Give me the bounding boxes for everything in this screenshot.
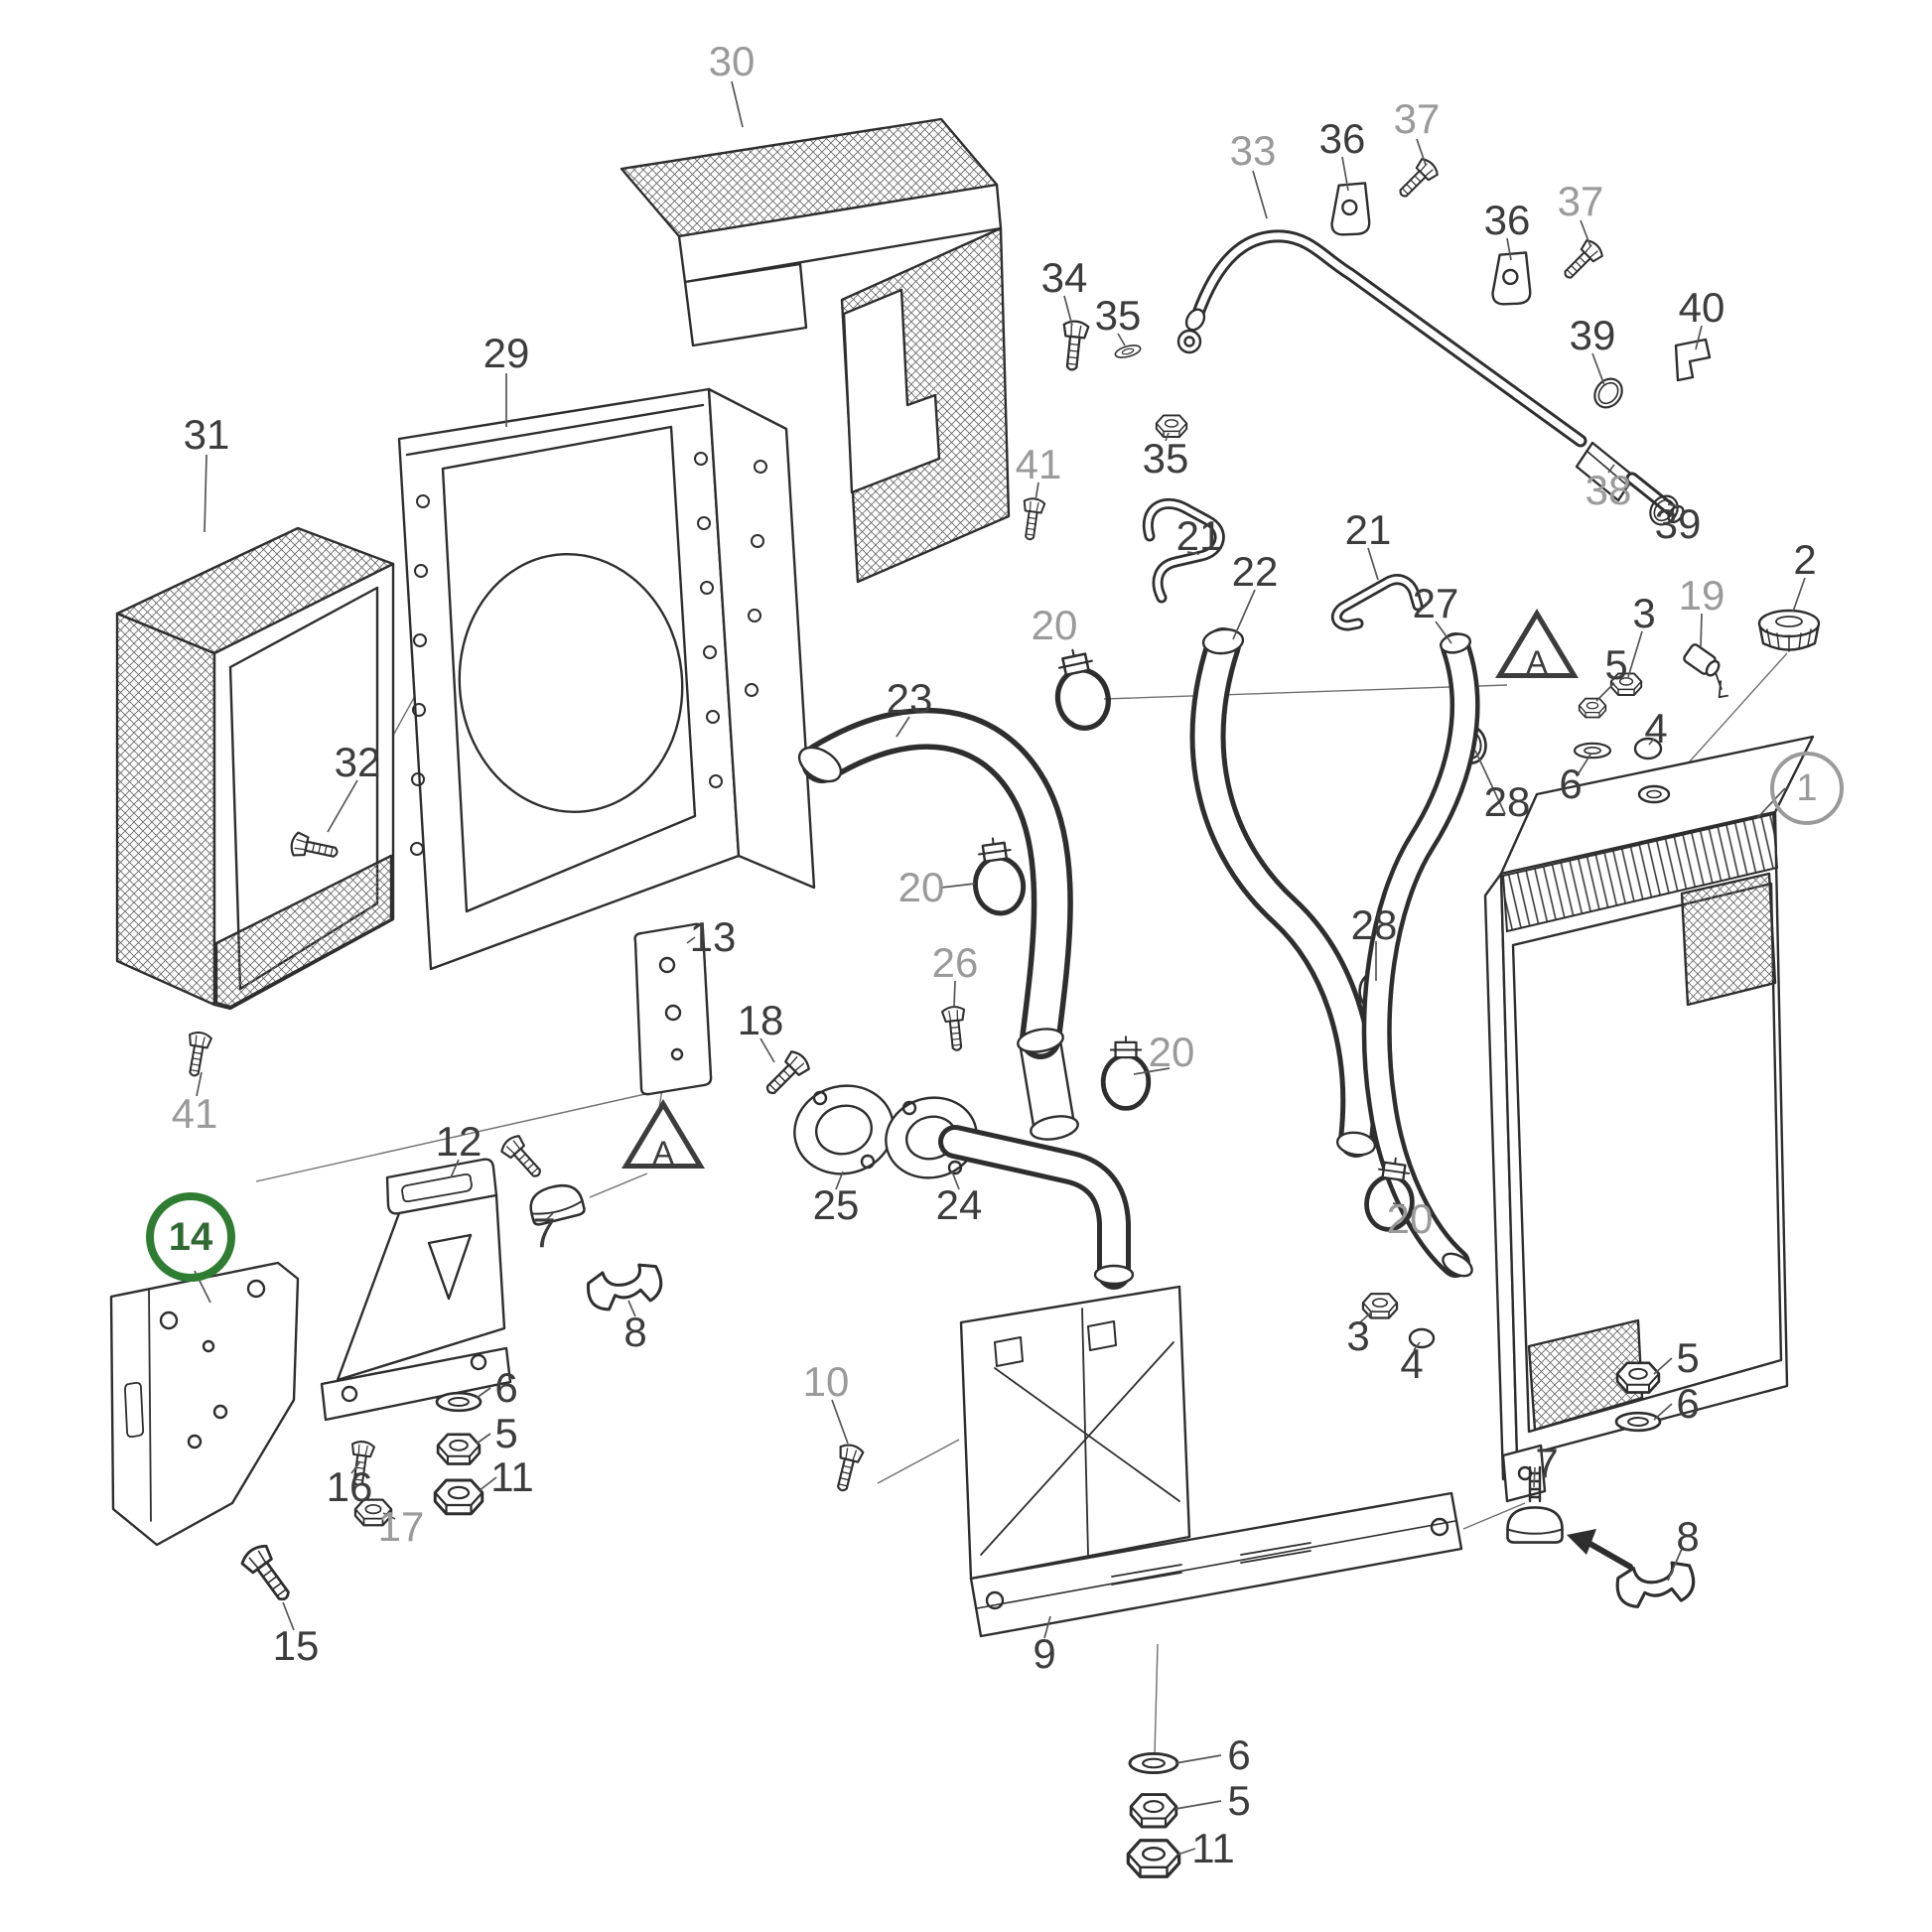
part-label-18-36[interactable]: 18 bbox=[737, 997, 784, 1043]
part-label-6-50[interactable]: 6 bbox=[1676, 1380, 1700, 1427]
part-40-clip bbox=[1674, 338, 1712, 382]
part-4-oring-top bbox=[1633, 737, 1663, 760]
part-label-21-16[interactable]: 21 bbox=[1175, 512, 1223, 559]
part-label-34-4[interactable]: 34 bbox=[1040, 254, 1088, 301]
part-label-5-52[interactable]: 5 bbox=[494, 1410, 518, 1456]
part-label-9-60[interactable]: 9 bbox=[1033, 1630, 1056, 1677]
part-30-mesh-cover bbox=[620, 117, 1011, 584]
part-label-8-58[interactable]: 8 bbox=[1676, 1513, 1700, 1560]
assembly-ref-label-A-40[interactable]: A bbox=[621, 1099, 705, 1173]
part-label-10-53[interactable]: 10 bbox=[802, 1358, 850, 1405]
part-label-36-6[interactable]: 36 bbox=[1483, 197, 1531, 243]
part-label-15-59[interactable]: 15 bbox=[272, 1622, 320, 1669]
part-label-37-7[interactable]: 37 bbox=[1557, 178, 1604, 224]
part-22-hose bbox=[1189, 627, 1377, 1158]
part-21-clips bbox=[1142, 497, 1424, 631]
part-38-sleeve bbox=[1575, 441, 1636, 502]
part-label-20-32[interactable]: 20 bbox=[897, 864, 945, 910]
part-label-11-63[interactable]: 11 bbox=[1191, 1825, 1235, 1871]
part-label-33-3[interactable]: 33 bbox=[1229, 127, 1277, 174]
part-label-32-31[interactable]: 32 bbox=[334, 739, 381, 785]
part-label-26-35[interactable]: 26 bbox=[931, 939, 979, 986]
part-label-2-19[interactable]: 2 bbox=[1793, 536, 1817, 583]
part-label-21-17[interactable]: 21 bbox=[1344, 506, 1392, 553]
part-label-3-47[interactable]: 3 bbox=[1346, 1312, 1370, 1359]
part-label-40-8[interactable]: 40 bbox=[1678, 284, 1725, 331]
part-2-radiator-cap bbox=[1757, 609, 1821, 652]
part-label-41-38[interactable]: 41 bbox=[171, 1090, 218, 1137]
part-label-13-34[interactable]: 13 bbox=[689, 913, 737, 960]
part-label-16-55[interactable]: 16 bbox=[326, 1463, 373, 1510]
part-label-38-13[interactable]: 38 bbox=[1585, 467, 1632, 513]
part-24-water-pipe bbox=[885, 1096, 1135, 1290]
part-label-6-51[interactable]: 6 bbox=[494, 1364, 518, 1411]
leader-lines bbox=[194, 80, 1806, 1856]
part-27-hose bbox=[1361, 632, 1480, 1278]
part-label-28-28[interactable]: 28 bbox=[1483, 778, 1531, 825]
part-19-sensor bbox=[1683, 643, 1728, 699]
part-23-upper-hose bbox=[797, 707, 1079, 1141]
assembly-ref-label-A-23[interactable]: A bbox=[1495, 609, 1579, 682]
part-label-12-39[interactable]: 12 bbox=[435, 1118, 483, 1165]
part-label-27-20[interactable]: 27 bbox=[1412, 580, 1459, 626]
part-label-5-24[interactable]: 5 bbox=[1604, 641, 1628, 688]
part-label-30-0[interactable]: 30 bbox=[708, 38, 756, 84]
part-label-11-54[interactable]: 11 bbox=[490, 1453, 534, 1500]
part-label-37-2[interactable]: 37 bbox=[1393, 95, 1441, 142]
assembly-arrow bbox=[1567, 1529, 1633, 1570]
part-label-3-22[interactable]: 3 bbox=[1632, 590, 1656, 636]
part-label-4-48[interactable]: 4 bbox=[1400, 1340, 1424, 1387]
part-label-19-21[interactable]: 19 bbox=[1678, 572, 1725, 619]
part-label-36-1[interactable]: 36 bbox=[1318, 115, 1366, 162]
part-label-4-26[interactable]: 4 bbox=[1644, 705, 1668, 752]
part-label-20-37[interactable]: 20 bbox=[1148, 1029, 1195, 1075]
part-label-22-18[interactable]: 22 bbox=[1231, 548, 1279, 595]
part-label-20-44[interactable]: 20 bbox=[1386, 1195, 1434, 1242]
part-label-6-61[interactable]: 6 bbox=[1227, 1731, 1251, 1778]
part-label-23-30[interactable]: 23 bbox=[886, 675, 933, 722]
part-13-bracket-plate bbox=[633, 922, 713, 1096]
part-label-29-10[interactable]: 29 bbox=[483, 330, 530, 376]
part-label-31-11[interactable]: 31 bbox=[183, 411, 230, 458]
part-12-bracket bbox=[320, 1158, 512, 1422]
part-9-lower-bracket bbox=[959, 1285, 1463, 1638]
part-label-7-57[interactable]: 7 bbox=[1535, 1440, 1559, 1486]
part-label-6-27[interactable]: 6 bbox=[1559, 760, 1583, 807]
part-label-39-9[interactable]: 39 bbox=[1569, 312, 1616, 358]
part-31-grille-panel bbox=[115, 526, 395, 1011]
part-label-7-41[interactable]: 7 bbox=[532, 1209, 556, 1256]
part-label-1-29[interactable]: 1 bbox=[1770, 752, 1844, 825]
part-label-35-5[interactable]: 35 bbox=[1094, 292, 1142, 339]
part-label-28-33[interactable]: 28 bbox=[1350, 901, 1398, 948]
part-label-20-25[interactable]: 20 bbox=[1031, 602, 1078, 648]
part-29-fan-shroud bbox=[397, 387, 816, 971]
part-label-25-42[interactable]: 25 bbox=[812, 1181, 860, 1228]
part-33-overflow-pipe bbox=[1176, 229, 1685, 524]
part-label-14-45[interactable]: 14 bbox=[146, 1192, 235, 1282]
part-label-41-15[interactable]: 41 bbox=[1015, 441, 1062, 487]
part-label-24-43[interactable]: 24 bbox=[935, 1181, 983, 1228]
part-label-5-49[interactable]: 5 bbox=[1676, 1334, 1700, 1381]
part-label-8-46[interactable]: 8 bbox=[623, 1309, 647, 1355]
part-label-5-62[interactable]: 5 bbox=[1227, 1777, 1251, 1824]
part-14-bracket-plate bbox=[109, 1261, 300, 1547]
part-4-oring-bottom bbox=[1408, 1327, 1436, 1349]
part-label-39-14[interactable]: 39 bbox=[1654, 500, 1702, 547]
part-label-35-12[interactable]: 35 bbox=[1142, 435, 1189, 482]
part-label-17-56[interactable]: 17 bbox=[377, 1503, 425, 1550]
